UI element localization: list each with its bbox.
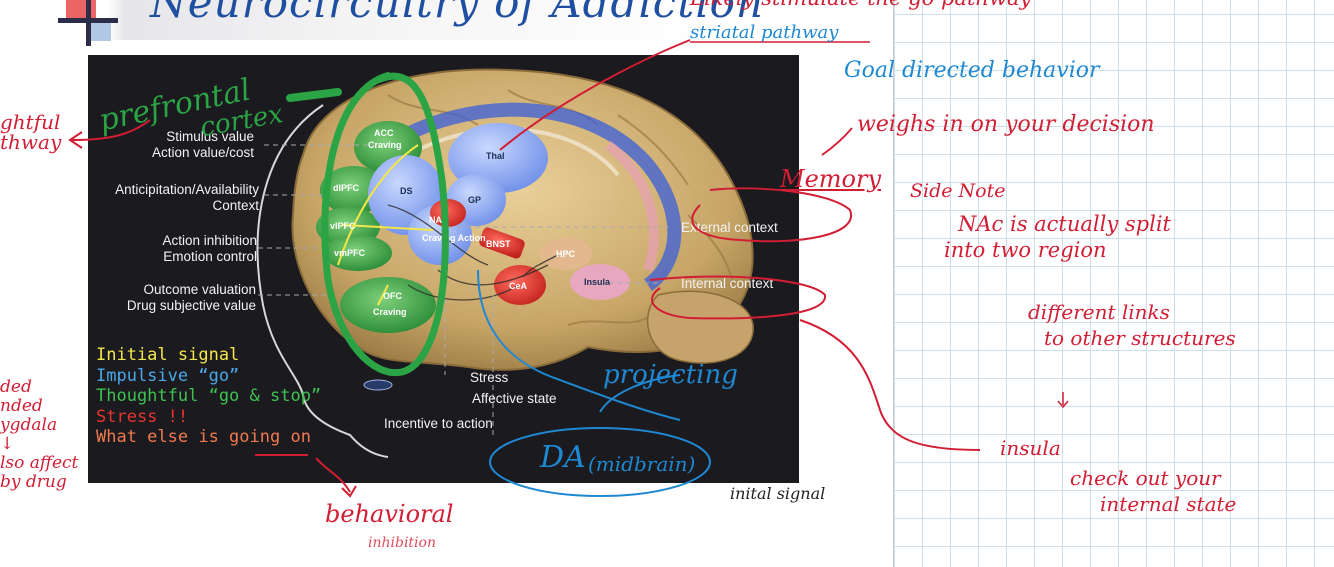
region-bnst: BNST xyxy=(486,239,511,249)
note-insula: insula xyxy=(1000,436,1061,460)
region-acc-craving: Craving xyxy=(368,140,402,150)
region-gp: GP xyxy=(468,195,481,205)
region-nac-sub: Craving Action xyxy=(422,233,486,243)
note-other-structures: to other structures xyxy=(1044,326,1236,350)
note-top-red: Likely stimulate the go pathway xyxy=(690,0,1031,10)
note-initial-signal: inital signal xyxy=(730,484,825,503)
note-two-regions: into two region xyxy=(944,238,1107,262)
note-da: DA xyxy=(540,440,586,475)
legend-item-initial: Initial signal xyxy=(96,345,321,366)
note-midbrain: (midbrain) xyxy=(588,452,695,476)
region-ofc: OFC xyxy=(383,291,402,301)
note-inhibition: inhibition xyxy=(368,535,436,551)
region-thal: Thal xyxy=(486,151,505,161)
note-check-out: check out your xyxy=(1070,466,1221,490)
region-ofc-craving: Craving xyxy=(373,307,407,317)
label-incentive-to-action: Incentive to action xyxy=(384,416,493,432)
note-different-links: different links xyxy=(1028,300,1170,324)
slide-logo-icon xyxy=(58,0,118,46)
label-stress: Stress xyxy=(470,370,508,386)
legend-item-stress: Stress !! xyxy=(96,407,321,428)
brain-circuit-figure: ACC Craving dlPFC vlPFC vmPFC OFC Cravin… xyxy=(88,55,799,483)
note-projecting: projecting xyxy=(603,360,738,390)
note-memory: Memory xyxy=(780,165,881,193)
note-behavioral: behavioral xyxy=(325,500,453,528)
region-acc: ACC xyxy=(374,128,394,138)
legend-item-else: What else is going on xyxy=(96,427,321,448)
slide-title: Neurocircuitry of Addiction xyxy=(150,0,764,27)
note-internal-state: internal state xyxy=(1100,492,1236,516)
region-hpc: HPC xyxy=(556,249,575,259)
region-nac: NAc xyxy=(429,215,447,225)
note-weighs-in: weighs in on your decision xyxy=(857,112,1155,137)
legend: Initial signal Impulsive “go” Thoughtful… xyxy=(96,345,321,448)
region-insula: Insula xyxy=(584,277,610,287)
legend-item-impulsive: Impulsive “go” xyxy=(96,366,321,387)
note-pathway-partial: thway xyxy=(0,130,61,154)
label-internal-context: Internal context xyxy=(681,276,773,292)
note-striatal-pathway: striatal pathway xyxy=(690,22,838,43)
legend-item-thoughtful: Thoughtful “go & stop” xyxy=(96,386,321,407)
note-side-note: Side Note xyxy=(910,180,1005,202)
label-external-context: External context xyxy=(681,220,778,236)
region-vlpfc: vlPFC xyxy=(330,221,356,231)
note-left-stack: ded nded ygdala ↓ lso affect by drug xyxy=(0,378,78,492)
region-vmpfc: vmPFC xyxy=(334,248,365,258)
note-goal-directed: Goal directed behavior xyxy=(844,58,1100,83)
region-dlpfc: dlPFC xyxy=(333,183,359,193)
note-nac-split: NAc is actually split xyxy=(958,212,1171,236)
label-affective-state: Affective state xyxy=(472,391,557,407)
region-cea: CeA xyxy=(509,281,527,291)
region-ds: DS xyxy=(400,186,413,196)
